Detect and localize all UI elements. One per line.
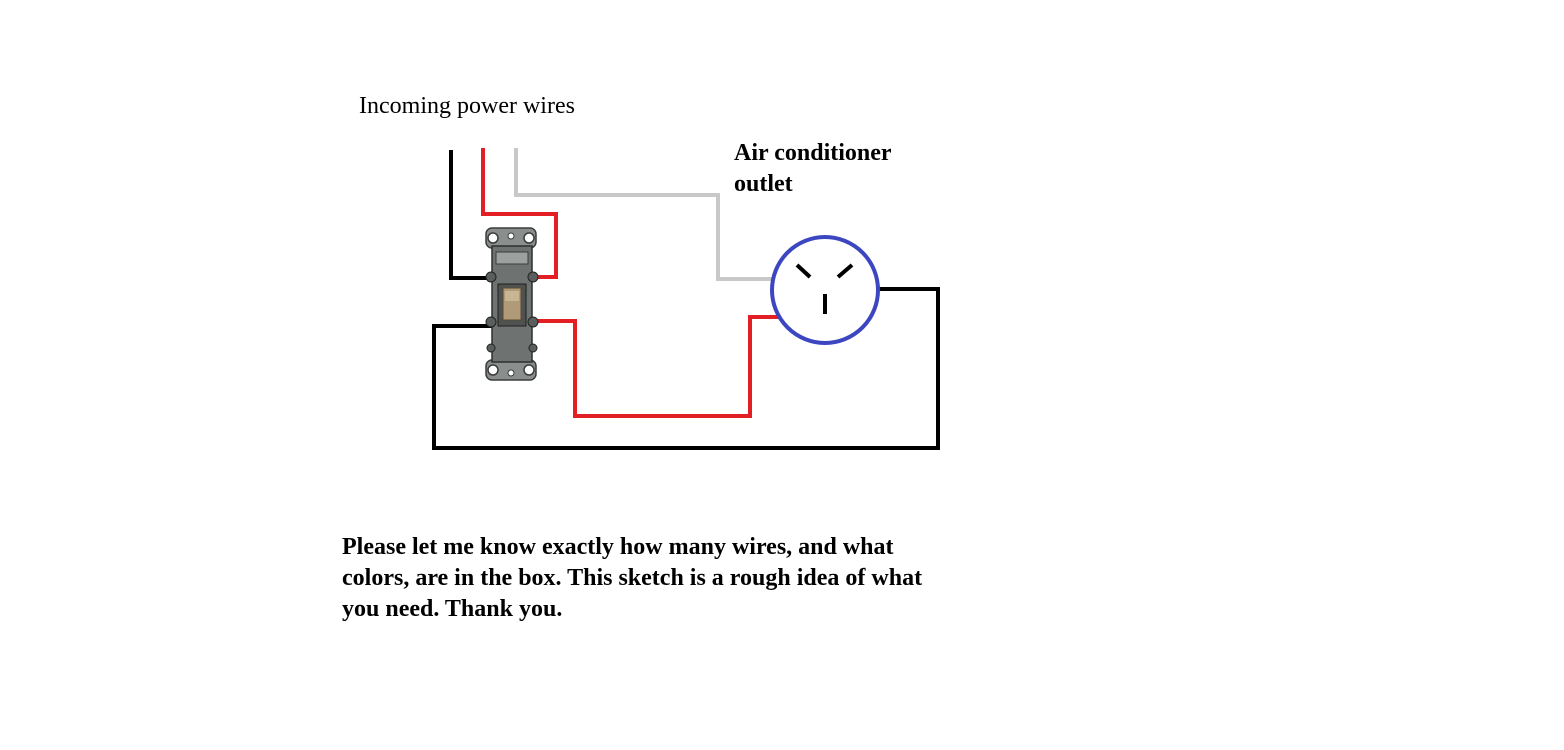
return-black-wire [432, 287, 940, 450]
switched-red-wire [536, 315, 781, 418]
outlet-label-line-2: outlet [734, 171, 793, 197]
note-line-1: Please let me know exactly how many wire… [342, 534, 894, 560]
incoming-red-wire [481, 148, 558, 279]
toggle-switch-icon [485, 227, 539, 381]
incoming-white-wire [514, 148, 776, 281]
note-line-3: you need. Thank you. [342, 596, 563, 622]
incoming-power-wires-label: Incoming power wires [359, 93, 575, 119]
instruction-note: Please let me know exactly how many wire… [342, 532, 922, 625]
outlet-label-line-1: Air conditioner [734, 140, 892, 166]
note-line-2: colors, are in the box. This sketch is a… [342, 565, 923, 591]
incoming-black-wire [449, 150, 492, 280]
air-conditioner-outlet-label: Air conditioner outlet [734, 138, 892, 200]
three-prong-outlet-icon [770, 235, 880, 345]
